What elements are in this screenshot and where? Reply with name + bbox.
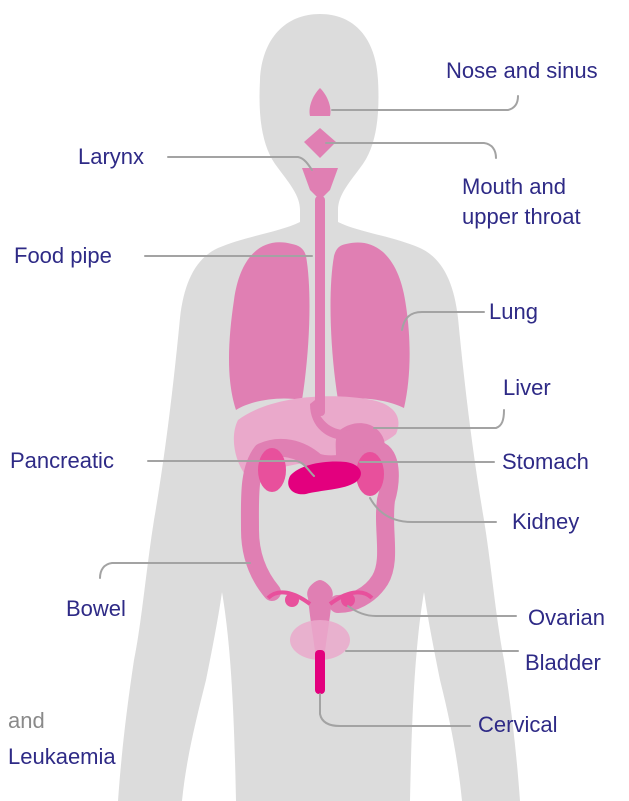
label-mouth-and-upper-throat-1: Mouth and xyxy=(462,174,566,199)
food-pipe xyxy=(315,196,325,416)
label-liver: Liver xyxy=(503,375,551,400)
label-nose-and-sinus: Nose and sinus xyxy=(446,58,598,83)
label-partial-and: and xyxy=(8,708,45,733)
right-ovary xyxy=(341,593,355,607)
label-kidney: Kidney xyxy=(512,509,579,534)
label-lung: Lung xyxy=(489,299,538,324)
label-leukaemia: Leukaemia xyxy=(8,744,116,769)
label-larynx: Larynx xyxy=(78,144,144,169)
label-stomach: Stomach xyxy=(502,449,589,474)
label-cervical: Cervical xyxy=(478,712,557,737)
label-food-pipe: Food pipe xyxy=(14,243,112,268)
label-bladder: Bladder xyxy=(525,650,601,675)
cervix-organ xyxy=(315,650,325,694)
label-bowel: Bowel xyxy=(66,596,126,621)
left-ovary xyxy=(285,593,299,607)
label-mouth-and-upper-throat-2: upper throat xyxy=(462,204,581,229)
left-kidney xyxy=(258,448,286,492)
label-pancreatic: Pancreatic xyxy=(10,448,114,473)
label-ovarian: Ovarian xyxy=(528,605,605,630)
